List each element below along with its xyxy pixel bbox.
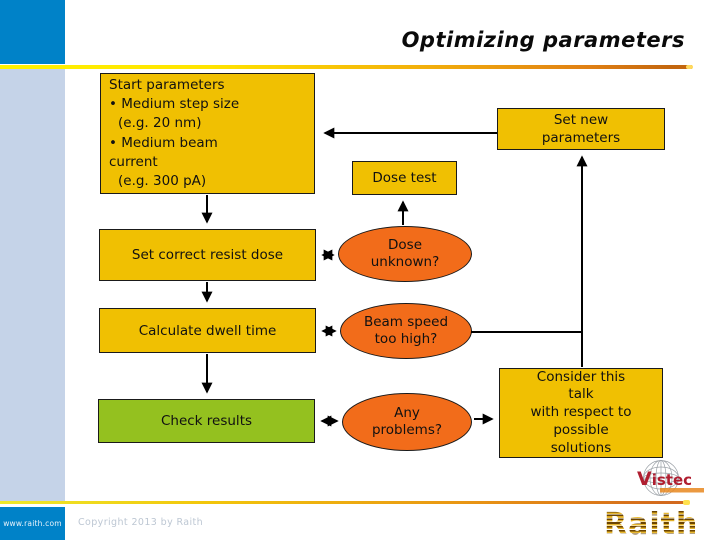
- page-title: Optimizing parameters: [401, 28, 685, 52]
- any-problems-line: Any: [394, 405, 420, 421]
- footer-divider-rule: [0, 501, 688, 504]
- set-new-parameters-box: Set new parameters: [497, 108, 665, 150]
- vistec-wordmark: Vistec: [637, 468, 692, 490]
- set-new-line: parameters: [541, 130, 621, 146]
- beam-speed-line: Beam speed: [363, 314, 449, 330]
- vistec-logo: Vistec: [637, 460, 704, 496]
- start-line: • Medium beam: [109, 134, 218, 151]
- start-line: current: [109, 153, 158, 170]
- start-line: • Medium step size: [109, 96, 240, 113]
- consider-this-talk-box: Consider this talk with respect to possi…: [499, 368, 663, 458]
- title-divider-end-dot: [686, 65, 693, 69]
- calculate-dwell-time-box: Calculate dwell time: [99, 308, 316, 353]
- consider-line: with respect to: [530, 404, 632, 421]
- set-dose-label: Set correct resist dose: [131, 247, 284, 263]
- beam-speed-ellipse: Beam speed too high?: [340, 303, 472, 359]
- consider-line: talk: [568, 386, 594, 403]
- footer-website-text: www.raith.com: [3, 519, 62, 528]
- calc-label: Calculate dwell time: [138, 322, 277, 339]
- dose-unknown-line: Dose: [388, 237, 422, 253]
- set-correct-resist-dose-box: Set correct resist dose: [99, 229, 316, 281]
- any-problems-ellipse: Any problems?: [342, 393, 472, 451]
- start-line: Start parameters: [109, 77, 225, 93]
- dose-unknown-line: unknown?: [370, 254, 440, 270]
- check-label: Check results: [160, 413, 253, 429]
- start-parameters-box: Start parameters • Medium step size (e.g…: [100, 73, 315, 194]
- vistec-tagline-bar: [660, 488, 704, 493]
- title-divider-rule: [0, 65, 692, 69]
- dose-test-label: Dose test: [372, 170, 437, 186]
- left-sidebar-band: [0, 69, 65, 502]
- footer-website-badge: www.raith.com: [0, 507, 65, 540]
- copyright-text: Copyright 2013 by Raith: [78, 517, 204, 528]
- start-line: (e.g. 20 nm): [118, 115, 202, 132]
- dose-unknown-ellipse: Dose unknown?: [338, 226, 472, 282]
- corner-accent-rect: [0, 0, 65, 64]
- footer-divider-end-dot: [683, 500, 690, 505]
- any-problems-line: problems?: [371, 422, 443, 438]
- raith-logo: Raith: [604, 507, 699, 540]
- dose-test-box: Dose test: [352, 161, 457, 195]
- consider-line: solutions: [550, 439, 612, 456]
- consider-line: Consider this: [536, 368, 626, 385]
- consider-line: possible: [553, 421, 609, 438]
- set-new-line: Set new: [553, 112, 609, 128]
- start-line: (e.g. 300 pA): [118, 173, 207, 190]
- check-results-box: Check results: [98, 399, 315, 443]
- beam-speed-line: too high?: [374, 331, 438, 347]
